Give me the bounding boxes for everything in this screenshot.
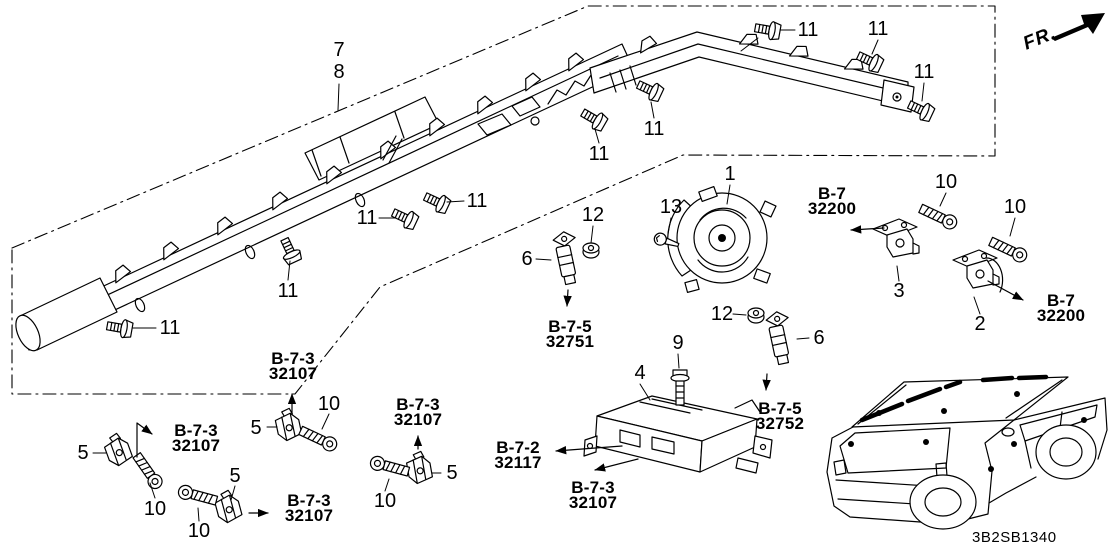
clock-spring: [667, 185, 777, 293]
nut-12-a: [582, 242, 600, 259]
ref-b73-32107-d: B-7-3 32107: [284, 491, 334, 525]
ref-line2: 32200: [807, 199, 857, 218]
ref-line1: B-7-2: [496, 438, 540, 457]
ref-line2: 32751: [545, 332, 595, 351]
callout-1: 1: [724, 163, 736, 185]
callout-12-b: 12: [710, 303, 734, 325]
ref-line1: B-7: [1047, 291, 1075, 310]
callout-10-e: 10: [373, 490, 397, 512]
bolt-9: [670, 369, 690, 406]
screw-13: [653, 232, 680, 248]
callout-13: 13: [659, 196, 683, 218]
curtain-airbag-right: [477, 30, 915, 136]
front-impact-sensor-2: [952, 249, 1000, 289]
impact-sensor-5c: [212, 487, 244, 526]
reference-arrows: [136, 225, 1024, 518]
ref-line1: B-7-5: [548, 317, 592, 336]
ref-line2: 32752: [755, 414, 805, 433]
callout-4: 4: [634, 362, 646, 384]
ref-line1: B-7-3: [396, 395, 440, 414]
callout-10-b: 10: [1003, 196, 1027, 218]
ref-line2: 32107: [284, 506, 334, 525]
callout-10-f: 10: [187, 520, 211, 542]
ref-line1: B-7-3: [571, 478, 615, 497]
ref-line1: B-7-3: [174, 421, 218, 440]
ref-line1: B-7: [818, 184, 846, 203]
callout-5-c: 5: [229, 465, 241, 487]
ref-b73-32107-a: B-7-3 32107: [171, 421, 221, 455]
callout-8: 8: [333, 61, 345, 83]
callout-3: 3: [893, 280, 905, 302]
callout-5-a: 5: [77, 442, 89, 464]
callout-5-b: 5: [250, 417, 262, 439]
callout-10-c: 10: [317, 393, 341, 415]
ref-line2: 32107: [171, 436, 221, 455]
front-impact-sensor-3: [872, 218, 920, 258]
callout-5-d: 5: [446, 462, 458, 484]
callout-11-g: 11: [797, 19, 819, 41]
callout-7: 7: [333, 39, 345, 61]
srs-unit: [583, 395, 773, 474]
fr-arrow-icon: [1051, 13, 1105, 41]
sensor-2-cover: [985, 257, 1004, 293]
callout-11-e: 11: [588, 143, 610, 165]
roof-airbag-strips: [859, 374, 1049, 423]
ref-line2: 32107: [268, 364, 318, 383]
nut-12-b: [747, 307, 765, 324]
diagram-code: 3B2SB1340: [972, 529, 1057, 546]
callout-10-a: 10: [934, 171, 958, 193]
callout-6-a: 6: [521, 248, 533, 270]
callout-11-f: 11: [643, 118, 665, 140]
ref-line2: 32117: [494, 453, 542, 472]
ref-b73-32107-e: B-7-3 32107: [568, 478, 618, 512]
callout-11-b: 11: [466, 190, 488, 212]
frame-border: [11, 5, 996, 395]
callout-9: 9: [672, 332, 684, 354]
callout-6-b: 6: [813, 327, 825, 349]
curtain-airbag-left: [15, 43, 634, 352]
ref-b72-32117: B-7-2 32117: [494, 438, 542, 472]
ref-line1: B-7-5: [758, 399, 802, 418]
leader-lines: [92, 29, 1016, 522]
ref-line2: 32107: [568, 493, 618, 512]
callout-10-d: 10: [143, 498, 167, 520]
ref-b73-32107-b: B-7-3 32107: [268, 349, 318, 383]
ref-line2: 32107: [393, 410, 443, 429]
callout-11-i: 11: [913, 61, 935, 83]
vehicle-illustration: [826, 374, 1108, 530]
callout-11-a: 11: [356, 207, 378, 229]
ref-b75-32751: B-7-5 32751: [545, 317, 595, 351]
ref-b7-32200-right: B-7 32200: [1036, 291, 1086, 325]
sensor-location-dots: [848, 391, 1087, 472]
ref-line1: B-7-3: [287, 491, 331, 510]
side-impact-sensor-6a: [551, 229, 585, 286]
callout-11-h: 11: [867, 18, 889, 40]
callout-2: 2: [974, 313, 986, 335]
ref-line1: B-7-3: [271, 349, 315, 368]
callout-11-c: 11: [277, 280, 299, 302]
side-impact-sensor-6b: [764, 309, 798, 366]
impact-sensor-5a: [100, 430, 135, 469]
ref-b73-32107-c: B-7-3 32107: [393, 395, 443, 429]
callout-11-d: 11: [159, 317, 181, 339]
ref-line2: 32200: [1036, 306, 1086, 325]
ref-b75-32752: B-7-5 32752: [755, 399, 805, 433]
callout-12-a: 12: [581, 204, 605, 226]
ref-b7-32200-left: B-7 32200: [807, 184, 857, 218]
impact-sensor-5b: [272, 406, 304, 443]
